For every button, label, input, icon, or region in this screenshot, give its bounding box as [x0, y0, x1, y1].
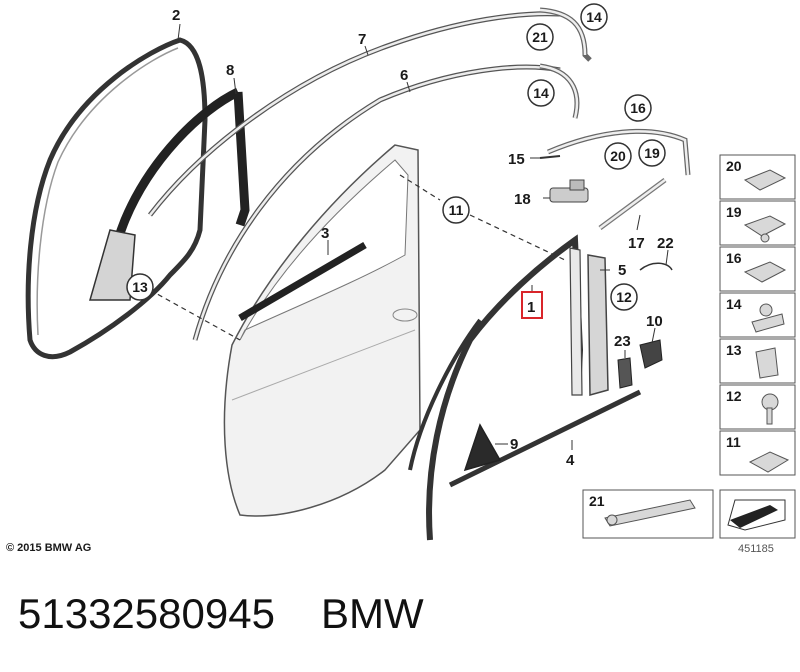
arc-trim-part-16-inner — [547, 130, 690, 176]
leader-6 — [406, 81, 411, 93]
circle-callout-14-top: 14 — [580, 3, 608, 31]
callout-23: 23 — [614, 333, 631, 350]
leader-7 — [364, 45, 369, 56]
lower-strip-part-4 — [448, 389, 642, 488]
nut-14-top-icon — [759, 303, 773, 317]
callout-5: 5 — [618, 262, 626, 279]
screw-12-shaft-icon — [766, 407, 773, 425]
legend-label-19: 19 — [726, 204, 742, 220]
clip-16-icon — [743, 261, 787, 283]
leader-2 — [177, 23, 181, 41]
arc-trim-top-inner — [539, 8, 587, 56]
part-footer: 51332580945 BMW — [18, 590, 424, 638]
callout-9: 9 — [510, 436, 518, 453]
circle-callout-14-mid: 14 — [527, 79, 555, 107]
clip-20-icon — [743, 169, 787, 191]
circle-callout-21: 21 — [526, 23, 554, 51]
rail-21-pin-icon — [606, 514, 618, 526]
leader-13 — [149, 289, 241, 341]
part-number: 51332580945 — [18, 590, 275, 637]
callout-2: 2 — [172, 7, 180, 24]
parts-diagram: 2 8 7 6 3 5 4 9 15 18 17 22 10 23 1 13 1… — [25, 3, 796, 541]
clip-part-18 — [549, 179, 589, 203]
triangle-part-13-area — [89, 229, 136, 301]
seal-part-8-lower — [233, 91, 250, 227]
svg-text:21: 21 — [532, 29, 548, 45]
circle-callout-19: 19 — [638, 139, 666, 167]
circle-callout-11: 11 — [442, 196, 470, 224]
circle-callout-12: 12 — [610, 283, 638, 311]
leader-22 — [665, 249, 669, 266]
mirror-triangle-part-9 — [463, 423, 502, 472]
legend-label-16: 16 — [726, 250, 742, 266]
svg-text:14: 14 — [586, 9, 602, 25]
nut-14-icon — [751, 313, 785, 333]
clip-19-stud-icon — [760, 233, 770, 243]
window-seal-part-1 — [426, 234, 584, 541]
callout-15: 15 — [508, 151, 525, 168]
svg-text:13: 13 — [132, 279, 148, 295]
leader-11a — [399, 174, 441, 201]
arrow-icon — [727, 499, 786, 531]
clip-part-23 — [617, 357, 633, 389]
drawing-number: 451185 — [738, 543, 774, 555]
brand-name: BMW — [320, 590, 424, 637]
leader-11b — [469, 214, 566, 261]
callout-10: 10 — [646, 313, 663, 330]
legend-label-13: 13 — [726, 342, 742, 358]
legend-label-21: 21 — [589, 493, 605, 509]
callout-4: 4 — [566, 452, 575, 469]
trim-strip-part-7-inner — [149, 12, 561, 216]
pillar-trim-part-5 — [587, 254, 609, 396]
callout-7: 7 — [358, 31, 366, 48]
belt-strip-part-3 — [238, 241, 367, 322]
door-seal-inner — [36, 47, 179, 336]
leader-17 — [636, 214, 641, 231]
svg-text:20: 20 — [610, 148, 626, 164]
legend-label-20: 20 — [726, 158, 742, 174]
circle-callout-13: 13 — [126, 273, 154, 301]
callout-3: 3 — [321, 225, 329, 242]
callout-22: 22 — [657, 235, 674, 252]
clip-11-icon — [748, 451, 790, 473]
callout-18: 18 — [514, 191, 531, 208]
leader-8 — [233, 77, 237, 95]
copyright-notice: © 2015 BMW AG — [6, 542, 92, 554]
strip-part-17-inner — [599, 178, 666, 230]
svg-text:19: 19 — [644, 145, 660, 161]
svg-text:14: 14 — [533, 85, 549, 101]
legend-part-icons — [604, 169, 790, 527]
svg-text:12: 12 — [616, 289, 632, 305]
clip-13-icon — [755, 347, 779, 379]
door-panel-crease — [231, 329, 416, 401]
circle-callout-16: 16 — [624, 94, 652, 122]
arc-trim-mid-inner — [539, 64, 579, 119]
trim-strip-part-6-inner — [193, 65, 561, 341]
pillar-trim-part-5-b — [569, 247, 583, 396]
pin-part-15 — [539, 155, 561, 159]
clip-19-icon — [743, 215, 787, 237]
legend-label-14: 14 — [726, 296, 742, 312]
bracket-part-10 — [639, 339, 663, 369]
legend-labels: 20 19 16 14 13 12 11 21 — [589, 158, 742, 509]
window-seal-part-1-left — [408, 318, 482, 471]
callout-1: 1 — [527, 299, 535, 316]
callout-1-highlight-box — [521, 291, 543, 319]
arc-part-22 — [639, 262, 673, 271]
legend-label-11: 11 — [726, 434, 741, 450]
legend-label-12: 12 — [726, 388, 742, 404]
leader-10 — [651, 327, 656, 344]
door-seal-part-2 — [25, 37, 208, 360]
callout-8: 8 — [226, 62, 234, 79]
svg-text:11: 11 — [449, 202, 464, 218]
callout-6: 6 — [400, 67, 408, 84]
circle-callout-20: 20 — [604, 142, 632, 170]
door-handle-recess — [392, 308, 418, 322]
callout-17: 17 — [628, 235, 645, 252]
svg-text:16: 16 — [630, 100, 646, 116]
